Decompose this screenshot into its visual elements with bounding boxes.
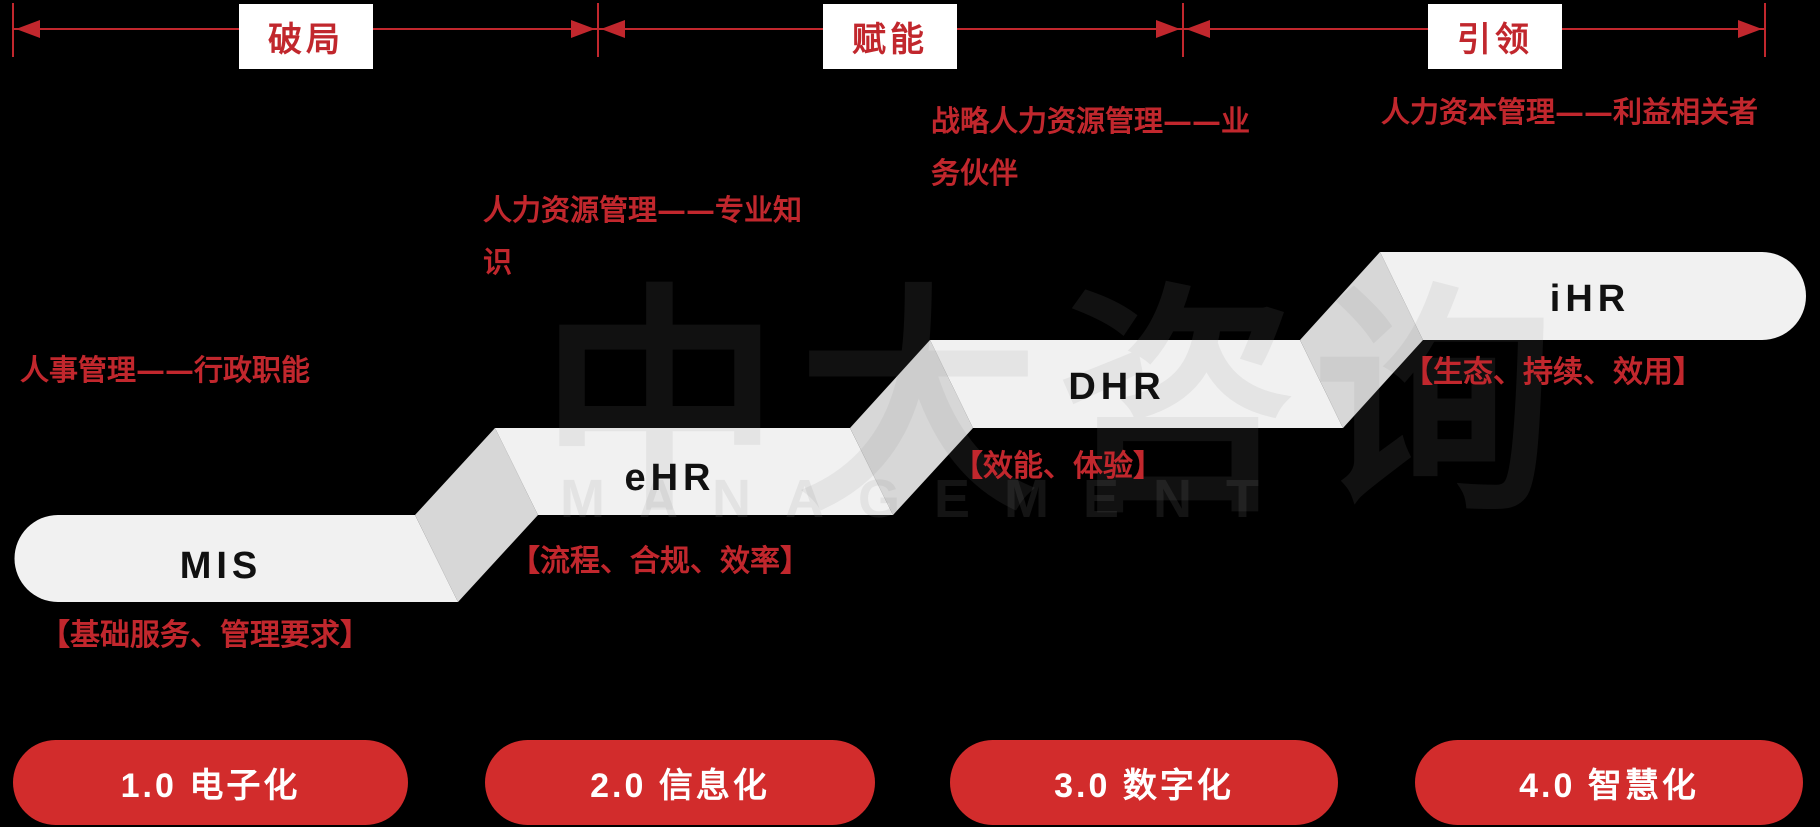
- step-bar-dhr: [930, 340, 1343, 428]
- staircase: [14, 252, 1806, 602]
- arrowhead-right-icon: [1738, 20, 1762, 38]
- step-connector-3: [1300, 252, 1423, 428]
- annotation-line: 人事管理——行政职能: [20, 353, 311, 387]
- stage-pill-label: 1.0 电子化: [120, 767, 301, 805]
- step-connector-2: [850, 340, 973, 515]
- stage-pill-1: 1.0 电子化: [13, 740, 408, 825]
- stage-pill-label: 4.0 智慧化: [1519, 767, 1699, 805]
- arrowhead-right-icon: [1156, 20, 1180, 38]
- arrowhead-left-icon: [601, 20, 625, 38]
- step-label-dhr: DHR: [1068, 366, 1166, 408]
- arrowhead-right-icon: [571, 20, 595, 38]
- annotation-personnel-admin: 人事管理——行政职能: [20, 344, 310, 396]
- annotation-human-capital: 人力资本管理——利益相关者: [1381, 86, 1758, 138]
- feature-dhr: 【效能、体验】: [953, 449, 1163, 484]
- annotation-line: 务伙伴: [931, 156, 1019, 190]
- ruler-arrowheads: [16, 20, 1762, 38]
- phase-box-funeng: 赋能: [823, 4, 957, 69]
- phase-label: 赋能: [852, 20, 928, 60]
- stage-pill-2: 2.0 信息化: [485, 740, 875, 825]
- stage-pill-3: 3.0 数字化: [950, 740, 1338, 825]
- step-bar-ihr: [1380, 252, 1806, 340]
- annotation-line: 识: [483, 245, 513, 279]
- stage-pill-label: 3.0 数字化: [1054, 767, 1234, 805]
- phase-box-pogu: 破局: [239, 4, 373, 69]
- annotation-line: 人力资源管理——专业知: [483, 193, 803, 227]
- arrowhead-left-icon: [16, 20, 40, 38]
- step-bar-ehr: [495, 428, 893, 515]
- phase-box-yinling: 引领: [1428, 4, 1562, 69]
- step-label-mis: MIS: [179, 545, 263, 587]
- phase-label: 引领: [1457, 20, 1533, 60]
- annotation-hr-professional: 人力资源管理——专业知 识: [483, 184, 802, 288]
- step-bar-mis: [14, 515, 459, 602]
- feature-ehr: 【流程、合规、效率】: [510, 544, 810, 579]
- step-label-ihr: iHR: [1549, 278, 1631, 320]
- annotation-strategic-hr: 战略人力资源管理——业 务伙伴: [931, 95, 1250, 199]
- step-label-ehr: eHR: [624, 457, 716, 499]
- feature-ihr: 【生态、持续、效用】: [1403, 355, 1703, 390]
- step-connector-1: [415, 428, 538, 602]
- stage-pill-4: 4.0 智慧化: [1415, 740, 1803, 825]
- arrowhead-left-icon: [1186, 20, 1210, 38]
- phase-label: 破局: [268, 20, 344, 60]
- annotation-line: 战略人力资源管理——业: [931, 104, 1251, 138]
- annotation-line: 人力资本管理——利益相关者: [1381, 95, 1759, 129]
- feature-mis: 【基础服务、管理要求】: [40, 618, 370, 653]
- stage-pill-label: 2.0 信息化: [590, 767, 770, 805]
